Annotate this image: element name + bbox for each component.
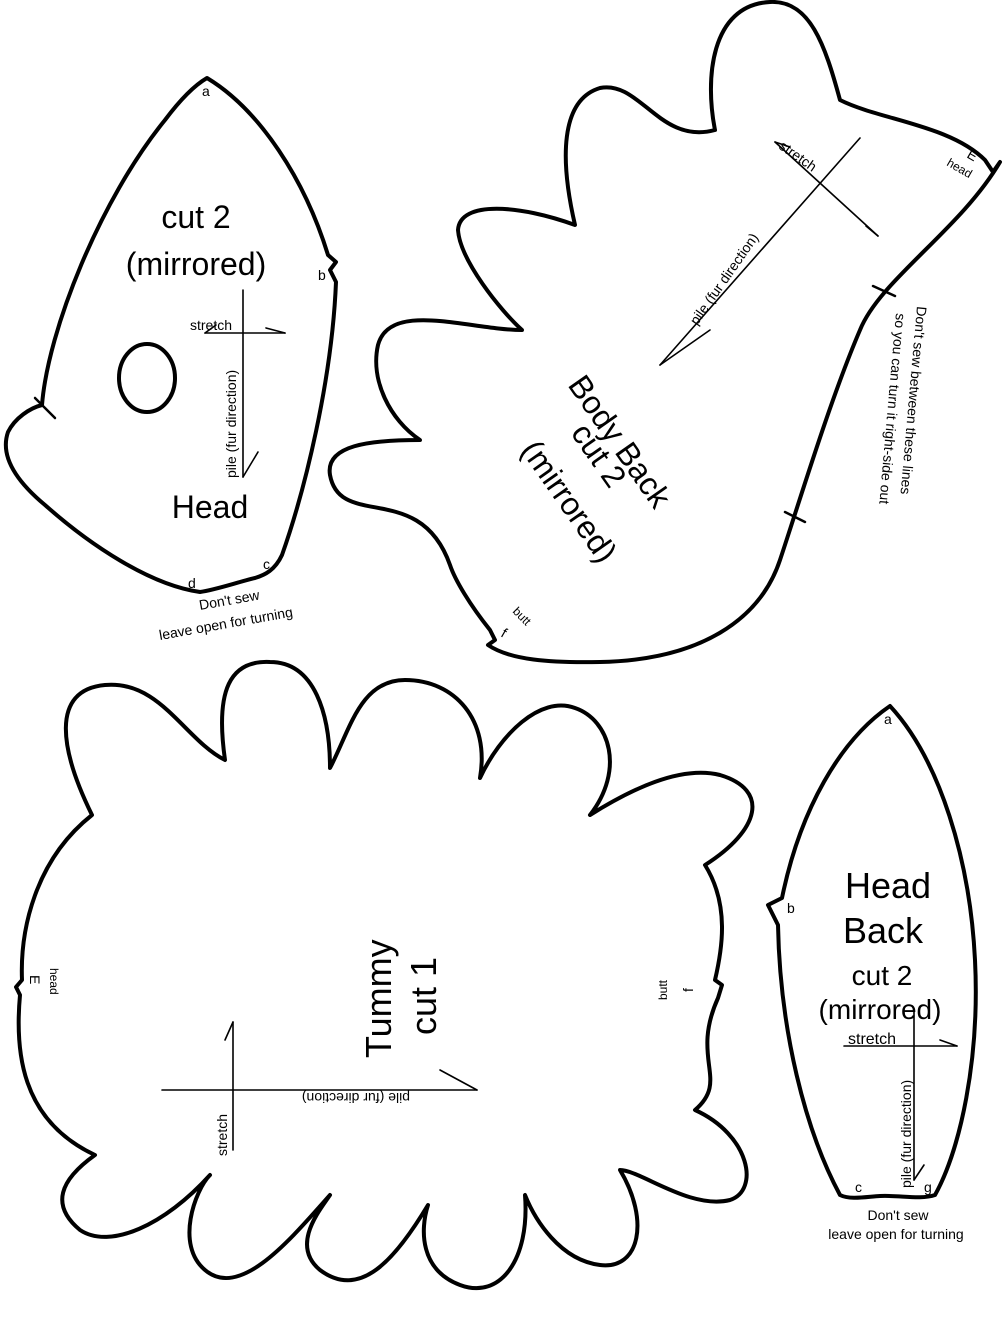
head-stretch-arrow [204, 324, 217, 334]
body-stretch-line [774, 141, 879, 237]
head-cut-text: cut 2 [161, 199, 230, 235]
tummy-pile-label: pile (fur direction) [302, 1090, 410, 1106]
head-back-stretch-label: stretch [848, 1031, 896, 1048]
head-mirrored-text: (mirrored) [126, 246, 266, 282]
body-pile-line [659, 137, 861, 366]
head-pile-arrow [242, 451, 259, 478]
body-back-piece: Body Back cut 2 (mirrored) stretch pile … [327, 0, 1002, 665]
head-pile-label: pile (fur direction) [223, 370, 239, 478]
tummy-mark-f: f [680, 988, 696, 992]
tummy-piece: Tummy cut 1 stretch pile (fur direction)… [14, 659, 755, 1291]
tummy-cut: cut 1 [403, 957, 444, 1035]
head-back-outline [766, 704, 978, 1200]
tummy-mark-f-label: butt [656, 979, 670, 1000]
head-stretch-label: stretch [190, 317, 232, 333]
head-back-pile-label: pile (fur direction) [898, 1080, 914, 1188]
head-back-note-line2: leave open for turning [828, 1226, 963, 1242]
head-mark-c: c [263, 556, 270, 572]
body-mark-f: f [499, 625, 510, 641]
head-back-title: Head [845, 865, 931, 906]
head-outline [3, 76, 338, 594]
head-back-note-line1: Don't sew [867, 1207, 929, 1223]
head-mark-a: a [202, 83, 210, 99]
head-back-mark-c: c [855, 1179, 862, 1195]
tummy-mark-e-label: head [47, 968, 61, 995]
tummy-stretch-label: stretch [214, 1114, 230, 1156]
body-back-notch-upper [871, 284, 897, 298]
head-back-mark-g: g [924, 1179, 932, 1195]
body-back-notch-lower [783, 510, 807, 524]
head-name-text: Head [172, 489, 249, 525]
head-back-title-2: Back [843, 910, 924, 951]
head-notch [33, 396, 57, 420]
head-back-mark-a: a [884, 711, 892, 727]
head-mark-d: d [188, 575, 196, 591]
head-back-mark-b: b [787, 900, 795, 916]
head-back-mirrored: (mirrored) [819, 994, 942, 1025]
tummy-outline [14, 659, 755, 1291]
head-mark-b: b [318, 267, 326, 283]
tummy-mark-e: E [27, 975, 43, 984]
head-note-line2: leave open for turning [158, 604, 294, 643]
head-back-cut: cut 2 [852, 960, 913, 991]
head-piece: cut 2 (mirrored) Head stretch pile (fur … [3, 76, 338, 643]
tummy-title: Tummy [358, 939, 399, 1058]
body-back-outline [327, 0, 1002, 665]
eye-hole [117, 342, 177, 414]
head-back-piece: Head Back cut 2 (mirrored) stretch pile … [766, 704, 978, 1242]
